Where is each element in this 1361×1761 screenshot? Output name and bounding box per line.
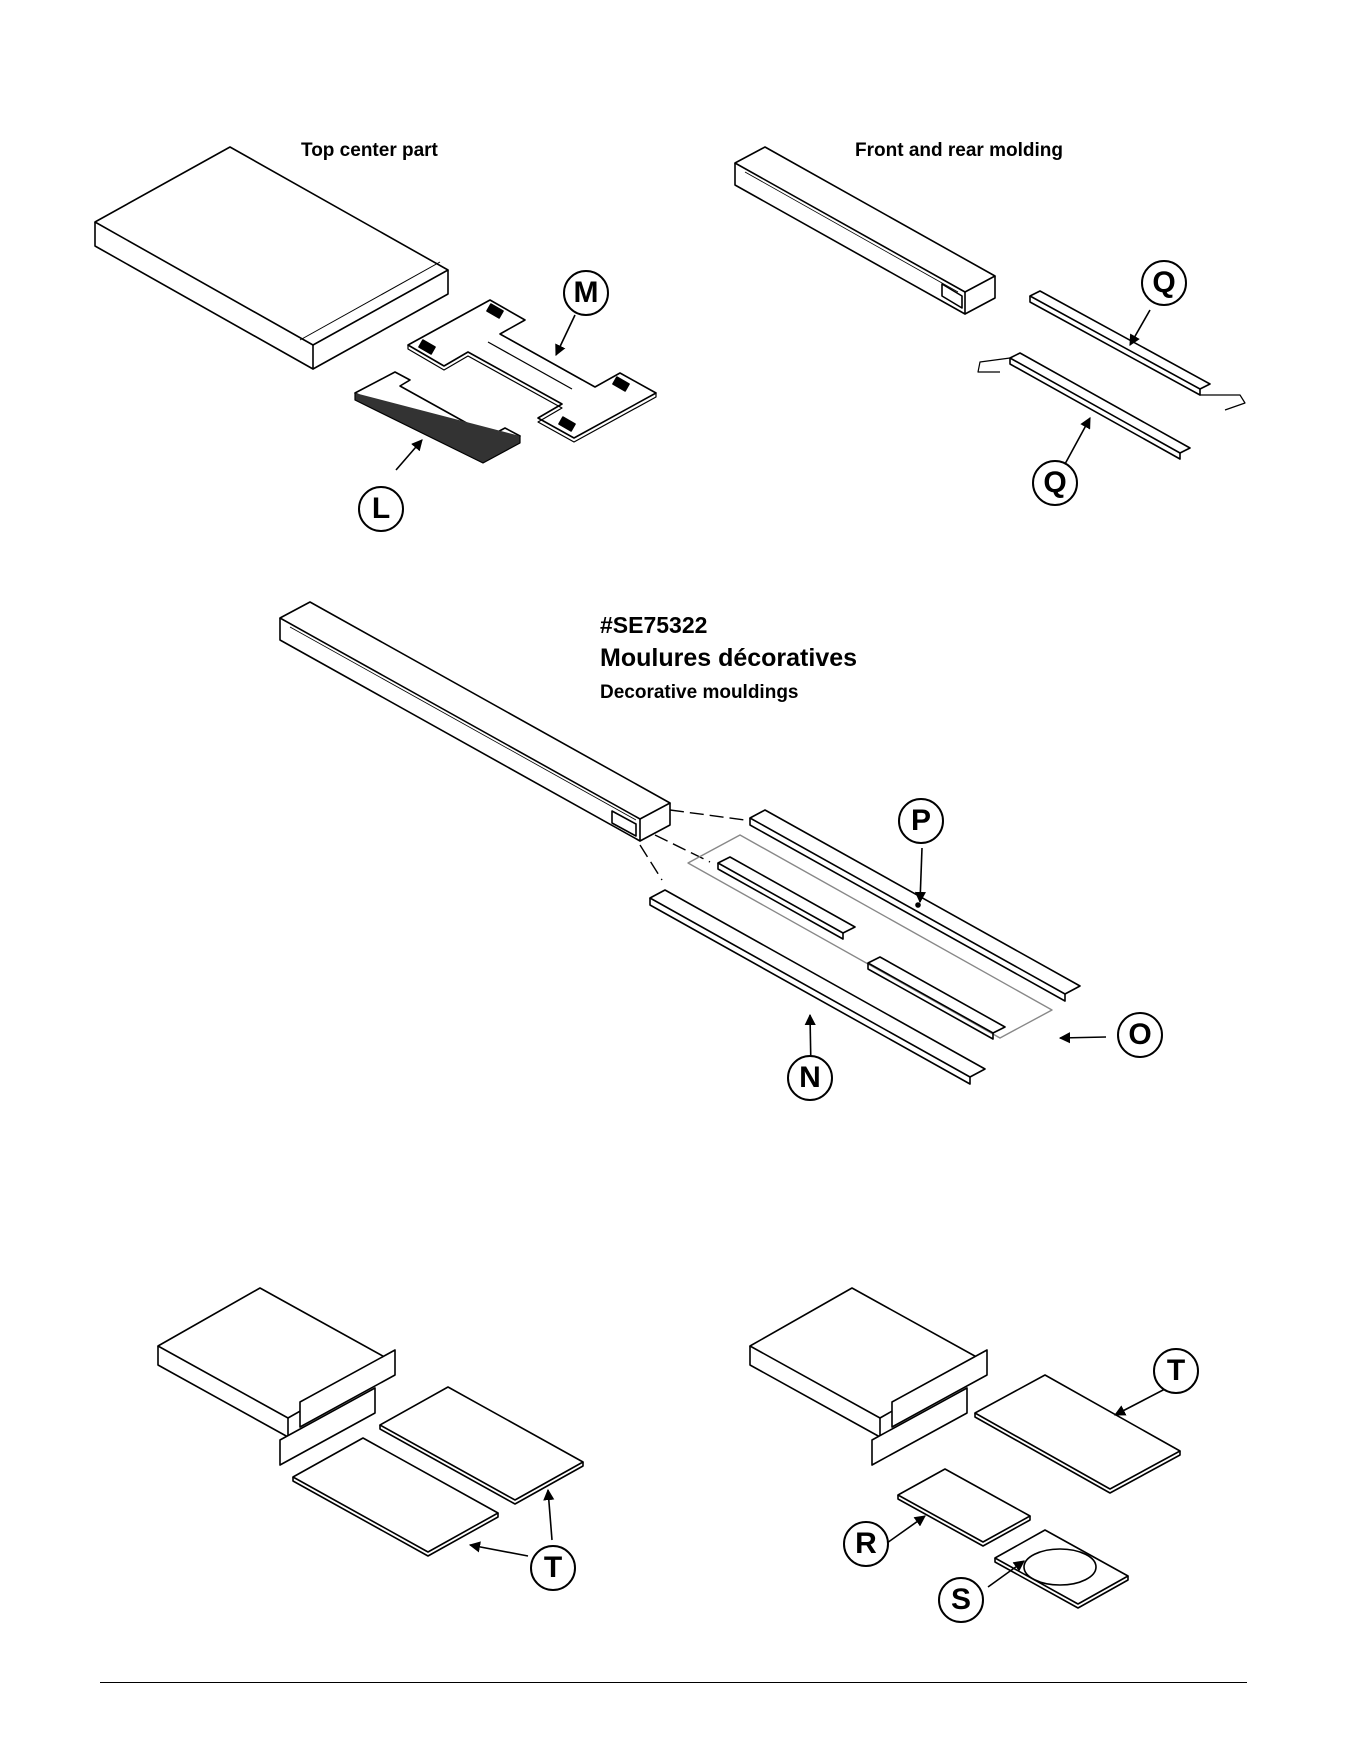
callout-q-upper: Q <box>1141 260 1187 306</box>
callout-m: M <box>563 270 609 316</box>
section-label-top-center: Top center part <box>301 140 438 162</box>
q-rail-upper <box>1030 291 1245 410</box>
bottom-right-box <box>750 1288 987 1465</box>
r-plate <box>898 1469 1030 1546</box>
top-center-box <box>95 147 448 369</box>
title-english: Decorative mouldings <box>600 682 799 704</box>
title-french: Moulures décoratives <box>600 644 857 673</box>
q-rail-lower <box>978 353 1190 459</box>
callout-o: O <box>1117 1012 1163 1058</box>
t-panel-br <box>975 1375 1180 1493</box>
callout-r: R <box>843 1521 889 1567</box>
callout-t-bottom-left: T <box>530 1545 576 1591</box>
section-label-front-rear: Front and rear molding <box>855 140 1063 162</box>
bottom-left-box <box>158 1288 395 1465</box>
callout-l: L <box>358 486 404 532</box>
product-code: #SE75322 <box>600 612 707 639</box>
callout-s: S <box>938 1577 984 1623</box>
callout-q-lower: Q <box>1032 460 1078 506</box>
callout-n: N <box>787 1055 833 1101</box>
l-frame-plate <box>355 372 520 463</box>
callout-t-bottom-right: T <box>1153 1348 1199 1394</box>
s-plate <box>995 1530 1128 1608</box>
callout-p: P <box>898 798 944 844</box>
footer-rule <box>100 1682 1247 1683</box>
front-rear-molding-box <box>735 147 995 314</box>
